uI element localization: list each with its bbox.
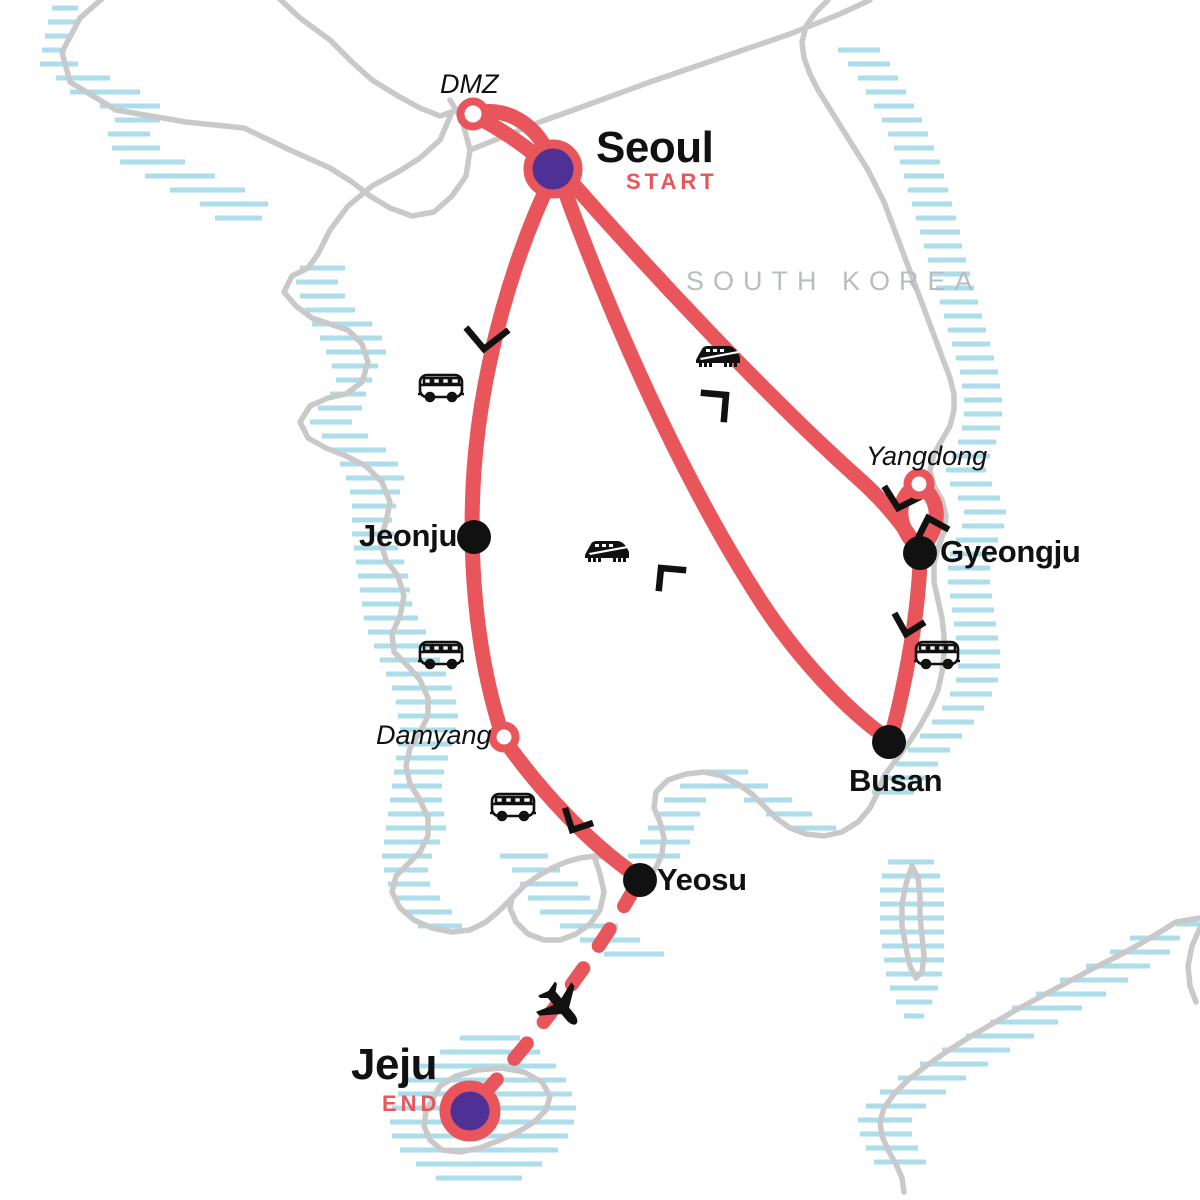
route-seoul-busan[interactable] xyxy=(552,170,892,744)
route-seoul-gyeongju[interactable] xyxy=(558,168,924,554)
chevron-arrow-icon xyxy=(561,806,595,835)
train-icon xyxy=(696,346,740,367)
marker-damyang[interactable] xyxy=(488,721,520,753)
sea-hatching xyxy=(40,5,1200,1181)
route-gyeongju-busan[interactable] xyxy=(884,554,928,742)
chevron-arrow-icon xyxy=(463,325,511,354)
marker-yeosu[interactable] xyxy=(623,863,657,897)
chevron-arrow-icon xyxy=(700,389,730,423)
city-label-yeosu: Yeosu xyxy=(657,862,747,897)
marker-gyeongju[interactable] xyxy=(903,536,937,570)
plane-icon xyxy=(536,981,578,1025)
city-label-gyeongju: Gyeongju xyxy=(940,534,1081,569)
chevron-arrow-icon xyxy=(655,564,687,592)
marker-jeju[interactable] xyxy=(439,1080,501,1142)
country-label: SOUTH KOREA xyxy=(686,266,982,296)
city-label-busan: Busan xyxy=(849,763,943,798)
city-label-yangdong: Yangdong xyxy=(866,441,988,471)
chevron-arrow-icon xyxy=(913,513,951,543)
city-label-jeju: Jeju xyxy=(351,1040,438,1089)
city-label-seoul: Seoul xyxy=(596,123,714,172)
marker-busan[interactable] xyxy=(872,725,906,759)
bus-icon xyxy=(418,373,464,403)
route-seoul-jeonju-damyang[interactable] xyxy=(464,167,561,736)
bus-icon xyxy=(490,792,536,822)
marker-yangdong[interactable] xyxy=(903,468,935,500)
bus-icon xyxy=(914,640,960,670)
city-label-jeonju: Jeonju xyxy=(359,518,458,553)
chevron-arrow-icon xyxy=(891,611,927,639)
city-label-damyang: Damyang xyxy=(376,720,492,750)
marker-dmz[interactable] xyxy=(456,97,490,131)
bus-icon xyxy=(418,640,464,670)
train-icon xyxy=(585,541,629,562)
marker-jeonju[interactable] xyxy=(457,520,491,554)
seoul-start-badge: START xyxy=(626,169,718,194)
chevron-arrow-icon xyxy=(881,484,923,513)
route-yeosu-jeju-flight[interactable] xyxy=(471,882,641,1107)
marker-seoul[interactable] xyxy=(523,139,583,199)
city-label-dmz: DMZ xyxy=(440,69,499,99)
jeju-end-badge: END xyxy=(382,1091,441,1116)
